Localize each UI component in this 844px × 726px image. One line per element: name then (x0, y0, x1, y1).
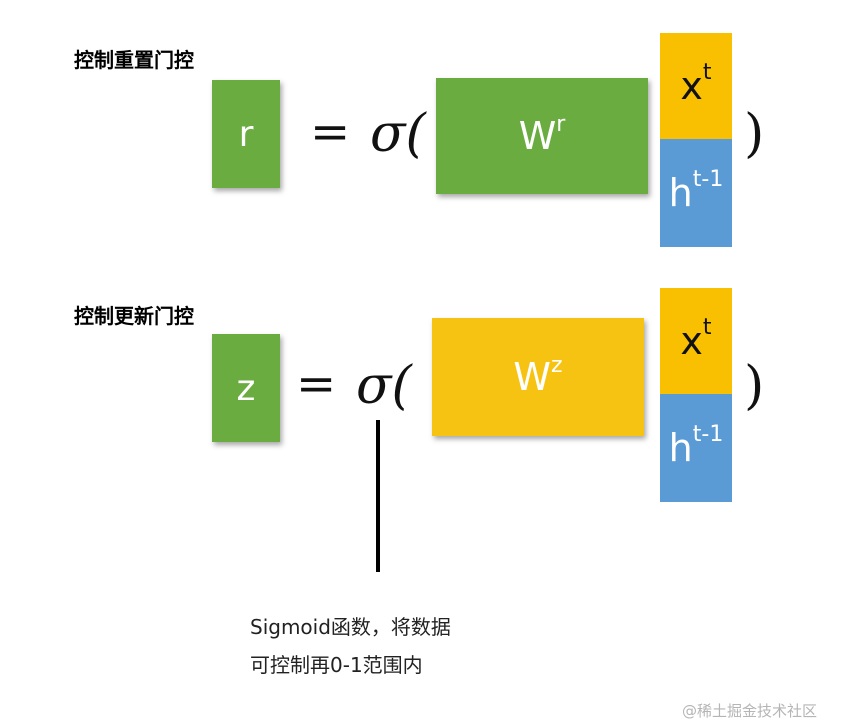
sigmoid-pointer-line (376, 420, 380, 572)
reset-gate-h-sup: t-1 (692, 167, 724, 193)
reset-gate-h: h (668, 171, 693, 215)
update-gate-weight: W (513, 355, 551, 399)
reset-gate-close-paren: ) (744, 104, 765, 164)
update-gate-x-label: xt (680, 315, 711, 363)
reset-gate-weight: W (518, 114, 557, 158)
update-gate-close-paren: ) (744, 356, 765, 416)
reset-gate-variable-box: r (212, 80, 280, 188)
reset-gate-h-box: ht-1 (660, 139, 732, 247)
update-gate-sigma: σ( (356, 356, 412, 416)
update-gate-h-box: ht-1 (660, 394, 732, 502)
reset-gate-x: x (680, 64, 703, 108)
update-gate-h-label: ht-1 (668, 422, 724, 470)
update-gate-x: x (680, 319, 703, 363)
reset-gate-sigma: σ( (370, 104, 426, 164)
reset-gate-title: 控制重置门控 (74, 48, 194, 72)
reset-gate-variable: r (238, 113, 254, 155)
sigmoid-note-line2: 可控制再0-1范围内 (250, 653, 423, 677)
reset-gate-equals: = (310, 104, 351, 160)
update-gate-h-sup: t-1 (692, 422, 724, 448)
reset-gate-weight-sup: r (556, 112, 566, 138)
update-gate-equals: = (296, 356, 337, 412)
update-gate-h: h (668, 426, 693, 470)
update-gate-variable-box: z (212, 334, 280, 442)
sigmoid-note-line1: Sigmoid函数，将数据 (250, 615, 451, 639)
reset-gate-x-label: xt (680, 60, 711, 108)
update-gate-weight-sup: z (551, 353, 563, 379)
reset-gate-weight-box: Wr (436, 78, 648, 194)
reset-gate-x-box: xt (660, 33, 732, 139)
update-gate-weight-label: Wz (513, 353, 563, 399)
watermark: @稀土掘金技术社区 (682, 702, 818, 720)
reset-gate-h-label: ht-1 (668, 167, 724, 215)
update-gate-x-box: xt (660, 288, 732, 394)
update-gate-variable: z (236, 367, 256, 409)
reset-gate-x-sup: t (702, 60, 712, 86)
reset-gate-weight-label: Wr (518, 112, 566, 158)
update-gate-x-sup: t (702, 315, 712, 341)
sigmoid-note: Sigmoid函数，将数据 可控制再0-1范围内 (250, 608, 451, 684)
update-gate-title: 控制更新门控 (74, 304, 194, 328)
update-gate-weight-box: Wz (432, 318, 644, 436)
